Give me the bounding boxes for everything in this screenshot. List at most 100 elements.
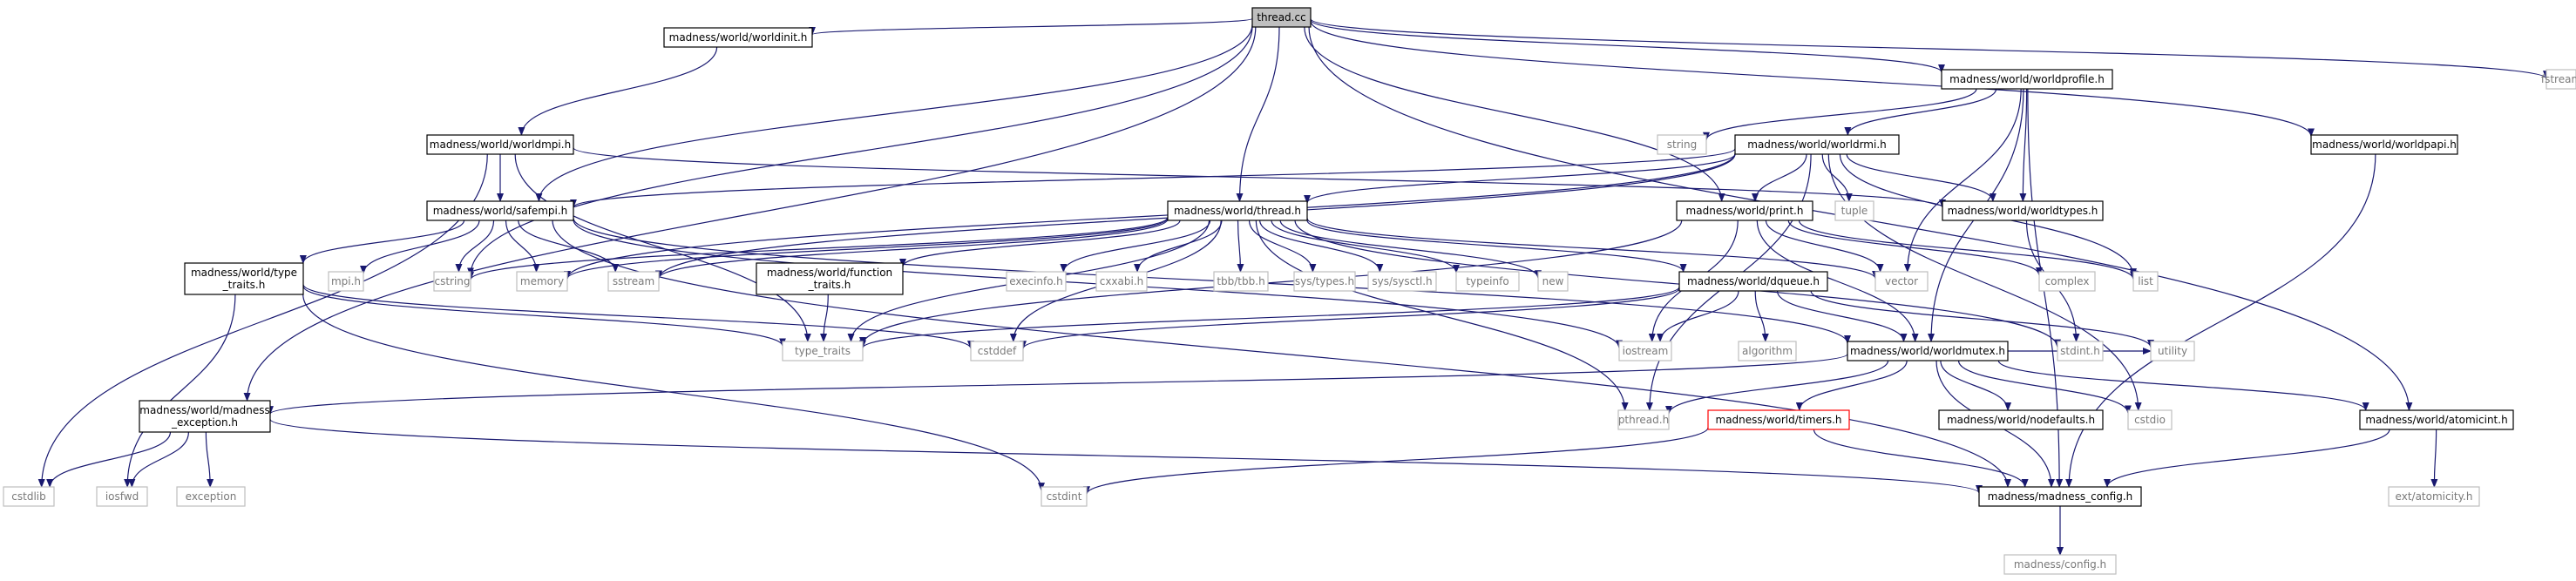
node-box-worldrmi <box>1734 134 1900 155</box>
node-box-worldprofile <box>1941 69 2113 90</box>
node-box-atomicint <box>2359 409 2514 430</box>
edge-worldrmi-to-thread_h <box>1304 153 1736 204</box>
node-label-config: madness/config.h <box>2014 558 2106 571</box>
node-worldpapi[interactable]: madness/world/worldpapi.h <box>2310 134 2458 155</box>
edge-thread_h-to-syssysctl <box>1259 220 1384 273</box>
edge-atomicint-to-madness_config <box>2104 429 2390 488</box>
edge-dqueue-to-type_traits <box>859 286 1680 349</box>
node-label-pthread: pthread.h <box>1618 414 1669 426</box>
edge-worldmutex-to-cstdio <box>1957 360 2132 415</box>
node-label-syssysctl: sys/sysctl.h <box>1372 275 1432 287</box>
node-box-algorithm <box>1738 341 1797 361</box>
node-box-config <box>2003 554 2117 575</box>
edge-thread_cc-to-cstring <box>467 26 1253 277</box>
edge-madness_exception-to-madness_config <box>269 418 1983 494</box>
node-worldinit[interactable]: madness/world/worldinit.h <box>663 27 813 48</box>
edge-madness_exception-to-cstdlib <box>46 431 172 488</box>
node-box-fstream <box>2545 69 2576 90</box>
node-algorithm: algorithm <box>1738 341 1797 361</box>
node-label-memory: memory <box>520 275 564 287</box>
node-dqueue[interactable]: madness/world/dqueue.h <box>1678 271 1828 292</box>
node-worldmpi[interactable]: madness/world/worldmpi.h <box>426 134 574 155</box>
node-label-vector: vector <box>1885 275 1918 287</box>
node-box-utility <box>2150 341 2195 361</box>
node-timers[interactable]: madness/world/timers.h <box>1707 409 1850 430</box>
edge-thread_h-to-pthread <box>1255 220 1629 411</box>
node-box-exception <box>176 486 246 507</box>
node-tbb: tbb/tbb.h <box>1213 271 1269 292</box>
node-label-cstring: cstring <box>434 275 470 287</box>
node-box-timers <box>1707 409 1850 430</box>
node-function_traits[interactable]: madness/world/function_traits.h <box>756 262 904 295</box>
edge-timers-to-cstdint <box>1083 427 1709 496</box>
node-box-iosfwd <box>96 486 148 507</box>
node-nodefaults[interactable]: madness/world/nodefaults.h <box>1938 409 2104 430</box>
node-execinfo: execinfo.h <box>1006 271 1067 292</box>
edge-worldmutex-to-madness_exception <box>267 353 1848 415</box>
node-label-complex: complex <box>2045 275 2090 287</box>
edge-worldpapi-to-madness_config <box>2065 153 2376 488</box>
node-memory: memory <box>516 271 568 292</box>
edge-thread_cc-to-madness_exception <box>243 26 1257 402</box>
node-label-algorithm: algorithm <box>1742 345 1793 357</box>
node-label-type_traits_m: madness/world/type <box>191 267 297 279</box>
node-label-function_traits: _traits.h <box>808 279 851 291</box>
node-cstring: cstring <box>433 271 471 292</box>
node-thread_h[interactable]: madness/world/thread.h <box>1167 200 1308 221</box>
node-print[interactable]: madness/world/print.h <box>1676 200 1813 221</box>
node-iostream: iostream <box>1618 341 1672 361</box>
node-label-cstdint: cstdint <box>1047 490 1082 503</box>
node-label-atomicint: madness/world/atomicint.h <box>2365 414 2507 426</box>
node-box-nodefaults <box>1938 409 2104 430</box>
node-worldprofile[interactable]: madness/world/worldprofile.h <box>1941 69 2113 90</box>
node-box-stdint <box>2057 341 2104 361</box>
edge-type_traits_m-to-iosfwd <box>124 294 236 488</box>
node-type_traits_m[interactable]: madness/world/type_traits.h <box>184 262 304 295</box>
node-string: string <box>1657 134 1707 155</box>
node-label-exception: exception <box>186 490 237 503</box>
edge-worldprofile-to-vector <box>1903 88 2022 273</box>
node-box-atomicity <box>2388 486 2480 507</box>
node-label-execinfo: execinfo.h <box>1009 275 1063 287</box>
node-exception: exception <box>176 486 246 507</box>
node-sstream: sstream <box>607 271 660 292</box>
edge-thread_cc-to-fstream <box>1310 18 2550 80</box>
edge-thread_cc-to-worldinit <box>809 17 1253 36</box>
node-label-new: new <box>1542 275 1564 287</box>
node-box-cstring <box>433 271 471 292</box>
edge-timers-to-madness_config <box>1813 429 2029 488</box>
edge-worldmutex-to-atomicint <box>1997 360 2369 411</box>
node-box-function_traits <box>756 262 904 295</box>
node-madness_config[interactable]: madness/madness_config.h <box>1978 486 2142 507</box>
node-label-cxxabi: cxxabi.h <box>1100 275 1144 287</box>
node-config: madness/config.h <box>2003 554 2117 575</box>
node-box-systypes <box>1293 271 1356 292</box>
edge-safempi-to-mpi <box>360 220 480 274</box>
edge-thread_cc-to-worldprofile <box>1310 19 1945 73</box>
node-box-tbb <box>1213 271 1269 292</box>
edge-worldrmi-to-worldtypes <box>1846 153 1996 202</box>
edge-worldmpi-to-cstdlib <box>37 153 488 488</box>
edge-thread_h-to-systypes <box>1248 220 1317 273</box>
node-cstdint: cstdint <box>1041 486 1088 507</box>
node-label-typeinfo: typeinfo <box>1466 275 1508 287</box>
node-atomicint[interactable]: madness/world/atomicint.h <box>2359 409 2514 430</box>
node-box-cxxabi <box>1095 271 1148 292</box>
node-label-stdint: stdint.h <box>2060 345 2100 357</box>
edge-worldrmi-to-tuple <box>1821 153 1853 202</box>
node-cstdio: cstdio <box>2127 409 2173 430</box>
node-label-madness_config: madness/madness_config.h <box>1988 490 2133 503</box>
edge-worldprofile-to-string <box>1703 88 1977 141</box>
node-box-thread_cc <box>1251 7 1312 28</box>
edge-thread_h-to-function_traits <box>899 220 1181 267</box>
node-box-worldtypes <box>1942 200 2104 221</box>
node-safempi[interactable]: madness/world/safempi.h <box>426 200 574 221</box>
edge-safempi-to-cstring <box>455 220 495 273</box>
node-worldtypes[interactable]: madness/world/worldtypes.h <box>1942 200 2104 221</box>
node-worldrmi[interactable]: madness/world/worldrmi.h <box>1734 134 1900 155</box>
node-thread_cc[interactable]: thread.cc <box>1251 7 1312 28</box>
node-systypes: sys/types.h <box>1293 271 1356 292</box>
node-madness_exception[interactable]: madness/world/madness_exception.h <box>139 400 271 433</box>
node-worldmutex[interactable]: madness/world/worldmutex.h <box>1847 341 2009 361</box>
